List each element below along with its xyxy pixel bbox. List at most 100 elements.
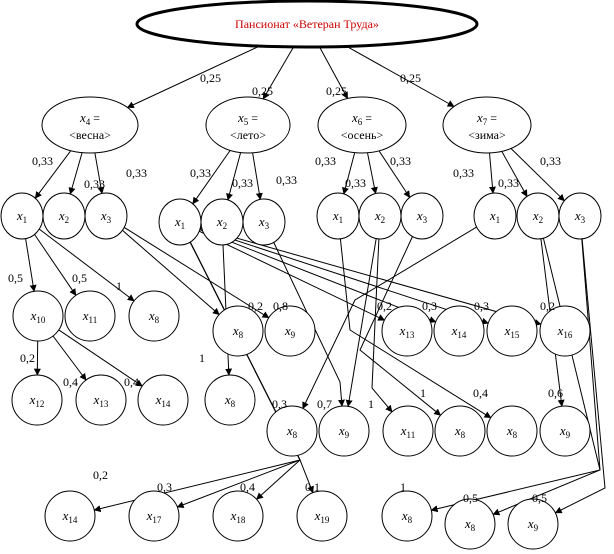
- node-season-label: <осень>: [341, 128, 384, 142]
- node-label: x1: [489, 208, 500, 225]
- node-label: x5 =: [237, 110, 258, 127]
- edge-x7-s2d: [501, 151, 528, 198]
- node-label: x11: [400, 423, 415, 440]
- edge-probability-label: 0,4: [473, 386, 488, 400]
- node-season-label: <весна>: [69, 128, 111, 142]
- node-ellipse: [400, 192, 444, 240]
- tree-node-x9c: x9: [539, 405, 591, 457]
- tree-node-x17: x17: [128, 490, 180, 542]
- tree-node-x19: x19: [296, 490, 348, 542]
- tree-node-x14c: x14: [44, 490, 96, 542]
- edge-probability-label: 0,6: [548, 386, 563, 400]
- tree-node-s2d: x2: [516, 192, 560, 240]
- node-label: x9: [527, 516, 539, 533]
- node-label: x1: [174, 214, 185, 231]
- edge-probability-label: 0,2: [93, 468, 108, 482]
- tree-node-x8g: x8: [381, 490, 433, 542]
- edges-layer: [25, 45, 606, 516]
- edge-probability-label: 0,5: [532, 491, 547, 505]
- edge-x5-s1b: [192, 150, 231, 205]
- edge-x4-s3a: [94, 152, 105, 195]
- node-label: x13: [399, 323, 415, 340]
- tree-node-x9b: x9: [318, 405, 370, 457]
- tree-node-s3b: x3: [242, 198, 286, 246]
- edge-x7-s1d: [488, 152, 496, 194]
- tree-node-s2b: x2: [200, 198, 244, 246]
- edge-probability-label: 0,1: [305, 480, 320, 494]
- edge-probability-label: 0,3: [157, 480, 172, 494]
- edge-s1b-x18: [189, 241, 301, 500]
- node-ellipse: [442, 96, 532, 154]
- node-ellipse: [381, 305, 433, 357]
- edge-s1b-x14a: [199, 229, 437, 323]
- edge-probability-label: 0,33: [345, 176, 366, 190]
- root-label: Пансионат «Ветеран Труда»: [235, 17, 379, 31]
- node-label: x14: [451, 323, 467, 340]
- edge-s2c-x11b: [371, 238, 393, 413]
- edge-s3a-x9a: [123, 226, 270, 319]
- node-label: x19: [314, 508, 330, 525]
- edge-x4-s2a: [68, 152, 83, 195]
- node-ellipse: [507, 498, 559, 550]
- tree-node-x8b: x8: [212, 305, 264, 357]
- node-ellipse: [205, 96, 291, 154]
- edge-probability-label: 0,33: [498, 176, 519, 190]
- edge-s1b-x13a: [198, 230, 386, 321]
- edge-x4-s1a: [34, 150, 72, 199]
- tree-node-x8f: x8: [486, 405, 538, 457]
- node-label: x9: [284, 323, 296, 340]
- tree-node-x16: x16: [539, 305, 591, 357]
- edge-probability-label: 0,3: [474, 299, 489, 313]
- node-label: x10: [30, 308, 46, 325]
- edge-probability-label: 0,2: [20, 351, 35, 365]
- tree-node-s1c: x1: [316, 192, 360, 240]
- edge-root-x4: [126, 45, 260, 109]
- node-ellipse: [128, 490, 180, 542]
- node-label: x8: [232, 323, 244, 340]
- edge-x7-s3d: [510, 148, 565, 202]
- tree-node-x10: x10: [12, 290, 64, 342]
- node-ellipse: [473, 192, 517, 240]
- node-label: x8: [286, 423, 298, 440]
- node-ellipse: [212, 490, 264, 542]
- tree-node-x7: x7 =<зима>: [442, 96, 532, 154]
- edge-probability-label: 1: [199, 351, 205, 365]
- node-label: x7 =: [476, 110, 497, 127]
- node-ellipse: [296, 490, 348, 542]
- edge-x10-x13b: [52, 335, 87, 381]
- tree-node-s1d: x1: [473, 192, 517, 240]
- node-ellipse: [75, 374, 127, 426]
- tree-node-s1a: x1: [0, 192, 44, 240]
- node-label: x1: [16, 208, 27, 225]
- node-label: x12: [29, 392, 45, 409]
- node-ellipse: [382, 405, 434, 457]
- tree-node-x5: x5 =<лето>: [205, 96, 291, 154]
- tree-node-x4: x4 =<весна>: [41, 96, 139, 154]
- edge-root-x7: [346, 45, 455, 107]
- tree-node-x18: x18: [212, 490, 264, 542]
- tree-node-x8e: x8: [434, 405, 486, 457]
- node-label: x3: [100, 208, 112, 225]
- node-label: x3: [416, 208, 428, 225]
- edge-s3c-x8e: [359, 236, 442, 416]
- root-node: Пансионат «Ветеран Труда»: [135, 0, 479, 49]
- tree-node-x14b: x14: [137, 374, 189, 426]
- node-ellipse: [137, 374, 189, 426]
- edge-x10-x14b: [58, 329, 143, 387]
- tree-node-x8h: x8: [444, 498, 496, 550]
- tree-node-x9a: x9: [264, 305, 316, 357]
- node-ellipse: [12, 290, 64, 342]
- edge-probability-label: 0,25: [400, 71, 421, 85]
- node-label: x2: [216, 214, 227, 231]
- edge-probability-label: 0,4: [63, 375, 78, 389]
- edge-x5-s2b: [226, 152, 242, 201]
- edge-probability-label: 0,33: [390, 154, 411, 168]
- node-label: x15: [504, 323, 520, 340]
- node-label: x17: [146, 508, 162, 525]
- node-label: x9: [338, 423, 350, 440]
- node-label: x14: [62, 508, 78, 525]
- edge-s1d-x8d: [302, 226, 477, 410]
- node-label: x3: [574, 208, 586, 225]
